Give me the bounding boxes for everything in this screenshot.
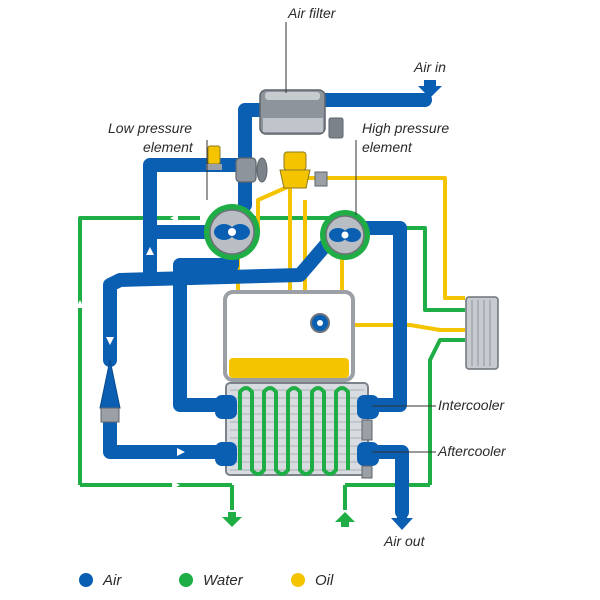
legend-item-air: Air	[79, 572, 122, 589]
moisture-separator	[99, 359, 121, 423]
oil-cooler	[465, 296, 499, 370]
legend-item-water: Water	[179, 572, 244, 589]
legend-label-air: Air	[102, 572, 122, 589]
oil-swatch-icon	[291, 573, 305, 587]
air-swatch-icon	[79, 573, 93, 587]
water-swatch-icon	[179, 573, 193, 587]
legend: Air Water Oil	[79, 572, 334, 589]
water-drain-arrow-icon	[222, 512, 242, 527]
water-inlet-arrow-icon	[335, 512, 355, 527]
high-pressure-element	[320, 210, 370, 260]
air-in-arrow-icon	[418, 80, 442, 98]
high-pressure-label-line1: High pressure	[362, 120, 449, 136]
air-out-arrow-icon	[391, 512, 413, 530]
high-pressure-label-line2: element	[362, 139, 413, 155]
oil-pump	[279, 151, 328, 189]
intercooler-label: Intercooler	[438, 397, 505, 413]
inlet-valve	[206, 145, 268, 183]
air-out-label: Air out	[383, 533, 426, 549]
legend-item-oil: Oil	[291, 572, 334, 589]
air-flow-arrows	[106, 247, 185, 456]
low-pressure-element	[204, 204, 260, 260]
air-filter	[259, 89, 344, 139]
cooler-water-coil	[238, 386, 350, 476]
oil-sump	[223, 290, 355, 382]
air-in-label: Air in	[413, 59, 446, 75]
legend-label-oil: Oil	[315, 572, 334, 589]
aftercooler-label: Aftercooler	[437, 443, 507, 459]
low-pressure-label-line1: Low pressure	[108, 120, 192, 136]
low-pressure-label-line2: element	[143, 139, 194, 155]
water-flow-arrows	[76, 214, 180, 489]
air-filter-label: Air filter	[287, 5, 337, 21]
leader-lines	[206, 22, 436, 453]
legend-label-water: Water	[203, 572, 244, 589]
cooler-block	[215, 382, 379, 479]
